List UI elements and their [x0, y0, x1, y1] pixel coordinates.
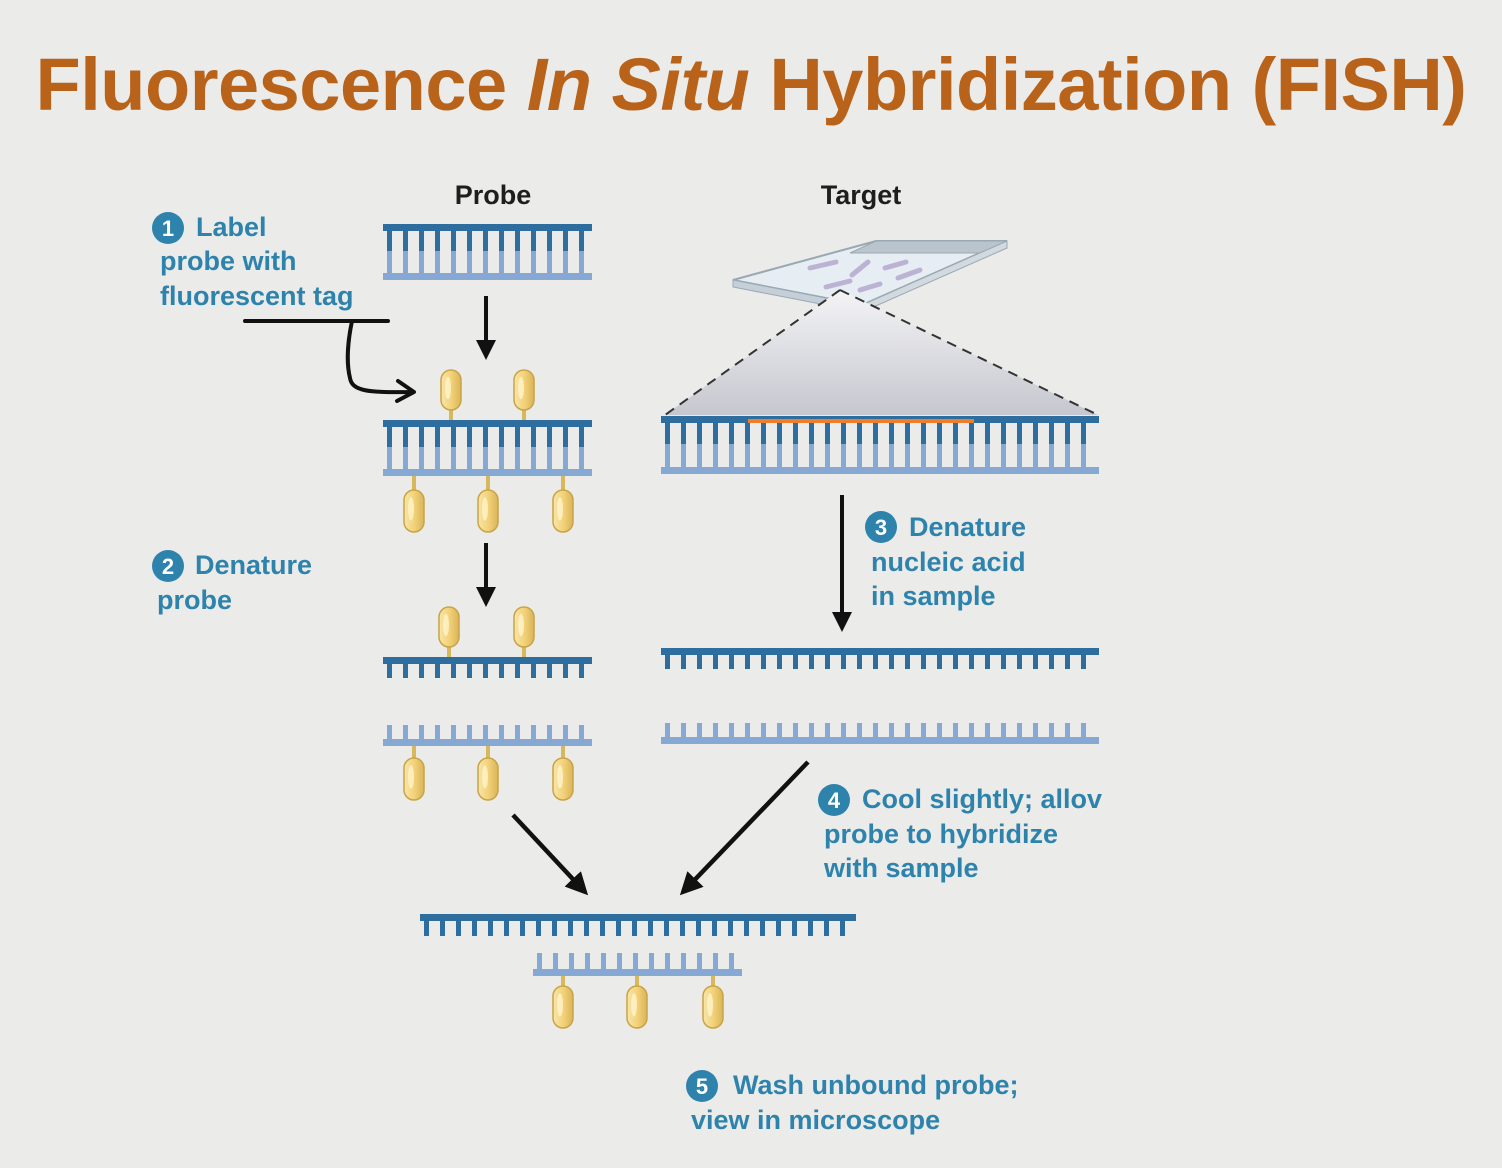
tag-hybrid-2 — [626, 976, 648, 1029]
step-3-number: 3 — [875, 515, 887, 540]
step-3-line-2: nucleic acid — [871, 547, 1026, 577]
tag-denatured-bottom-3 — [552, 746, 574, 801]
hybrid-probe-strand — [533, 953, 742, 976]
step-2-line-2: probe — [157, 585, 232, 615]
step-1-badge — [152, 212, 184, 244]
tag-labeled-top-1 — [440, 369, 462, 420]
step-2-number: 2 — [162, 554, 174, 579]
tag-denatured-top-1 — [438, 606, 460, 657]
step-5-label: 5 Wash unbound probe; view in microscope — [686, 1070, 1018, 1135]
zoom-line-left — [664, 289, 841, 416]
step-3-badge — [865, 511, 897, 543]
probe-duplex-unlabeled-bottom — [383, 251, 592, 280]
tag-labeled-bottom-2 — [477, 476, 499, 533]
title-part-3: Hybridization (FISH) — [749, 43, 1467, 126]
tag-denatured-top-2 — [513, 606, 535, 657]
step-1-line-3: fluorescent tag — [160, 281, 354, 311]
tag-labeled-top-2 — [513, 369, 535, 420]
probe-duplex-labeled-top — [383, 420, 592, 449]
step-1-number: 1 — [162, 216, 174, 241]
step-4-line-2: probe to hybridize — [824, 819, 1058, 849]
arrow-probe-to-hybrid — [511, 813, 589, 896]
zoom-fan — [665, 290, 1098, 415]
step-3-line-3: in sample — [871, 581, 996, 611]
hybrid-target-strand — [420, 914, 856, 936]
tag-hybrid-1 — [552, 976, 574, 1029]
step-1-label: 1 Label probe with fluorescent tag — [152, 212, 354, 311]
denatured-probe-bottom — [383, 725, 592, 746]
page-title: Fluorescence In Situ Hybridization (FISH… — [0, 42, 1502, 127]
denatured-target-top — [661, 648, 1099, 669]
target-header: Target — [821, 180, 902, 210]
tag-labeled-bottom-3 — [552, 476, 574, 533]
step-3-line-1: Denature — [909, 512, 1026, 542]
hand-drawn-pointer-arrow — [243, 319, 416, 403]
step-5-badge — [686, 1070, 718, 1102]
fluorescent-tags — [403, 369, 724, 1029]
tag-denatured-bottom-2 — [477, 746, 499, 801]
probe-duplex-labeled-bottom — [383, 447, 592, 476]
title-part-1: Fluorescence — [35, 43, 527, 126]
step-4-line-3: with sample — [823, 853, 979, 883]
step-5-number: 5 — [696, 1074, 708, 1099]
microscope-slide — [732, 240, 1008, 313]
step-2-line-1: Denature — [195, 550, 312, 580]
denatured-target-bottom — [661, 723, 1099, 744]
probe-duplex-unlabeled-top — [383, 224, 592, 253]
dna-strands — [383, 224, 1099, 976]
denatured-probe-top — [383, 657, 592, 678]
probe-header: Probe — [455, 180, 532, 210]
arrow-target-to-hybrid — [679, 760, 810, 896]
step-4-label: 4 Cool slightly; allov probe to hybridiz… — [818, 784, 1102, 883]
tag-denatured-bottom-1 — [403, 746, 425, 801]
step-1-line-1: Label — [196, 212, 267, 242]
step-5-line-2: view in microscope — [691, 1105, 940, 1135]
step-3-label: 3 Denature nucleic acid in sample — [865, 511, 1026, 611]
target-duplex-bottom — [661, 444, 1099, 474]
title-part-2-italic: In Situ — [526, 43, 750, 126]
zoom-line-right — [839, 289, 1099, 416]
step-2-label: 2 Denature probe — [152, 550, 312, 615]
step-5-line-1: Wash unbound probe; — [733, 1070, 1018, 1100]
tag-hybrid-3 — [702, 976, 724, 1029]
step-4-number: 4 — [828, 788, 841, 813]
step-1-line-2: probe with — [160, 246, 297, 276]
step-4-line-1: Cool slightly; allov — [862, 784, 1102, 814]
tag-labeled-bottom-1 — [403, 476, 425, 533]
step-4-badge — [818, 784, 850, 816]
step-2-badge — [152, 550, 184, 582]
